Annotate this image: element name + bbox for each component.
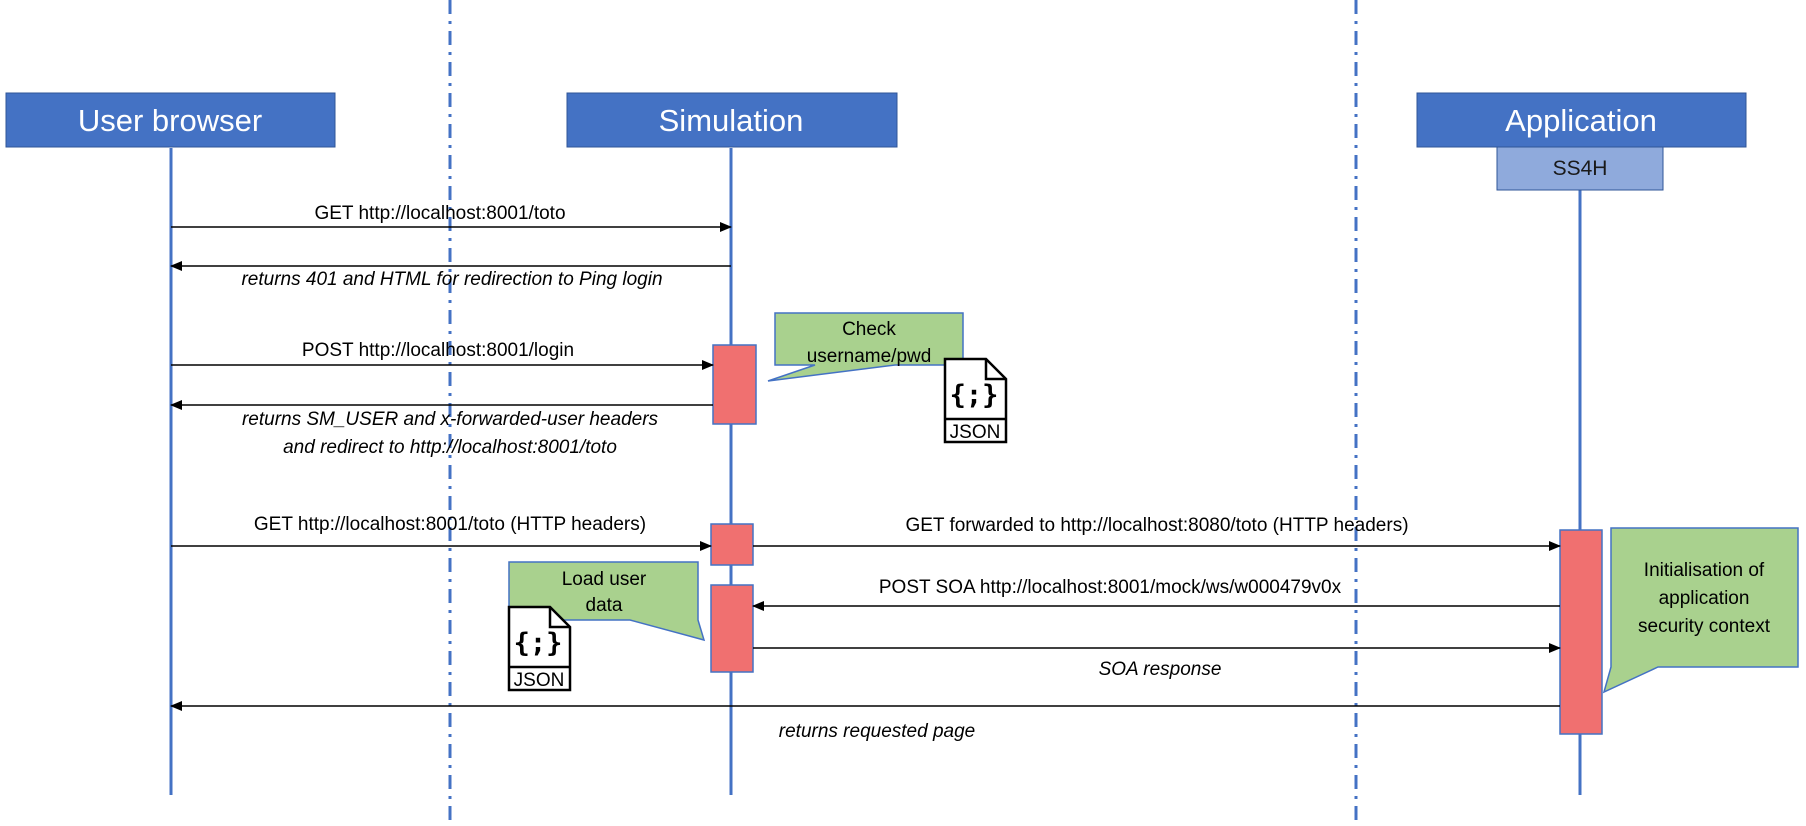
message-label: returns 401 and HTML for redirection to … [241,269,662,290]
participant-application-label: Application [1505,103,1657,138]
note-check-credentials: Check username/pwd [767,312,964,382]
participant-ss4h: SS4H [1496,146,1664,191]
json-file-icon: {;} JSON [943,357,1008,444]
participant-user-browser-label: User browser [78,103,262,138]
svg-text:JSON: JSON [514,670,565,691]
message-label: returns SM_USER and x-forwarded-user hea… [242,409,659,430]
svg-text:JSON: JSON [950,422,1001,443]
activation-application [1559,529,1603,735]
activation-simulation-forward [710,523,754,566]
message-label: GET http://localhost:8001/toto [314,203,565,224]
note-init-line1: Initialisation of [1644,560,1765,581]
svg-text:{;}: {;} [950,380,999,411]
note-init-security-context: Initialisation of application security c… [1602,527,1799,694]
activation-simulation-mock [710,584,754,673]
message-label: SOA response [1099,659,1222,680]
json-file-icon: {;} JSON [507,605,572,692]
participant-simulation-label: Simulation [659,103,804,138]
message-label: and redirect to http://localhost:8001/to… [283,437,617,458]
message-label: GET http://localhost:8001/toto (HTTP hea… [254,514,646,535]
participant-application: Application [1416,92,1747,148]
svg-text:{;}: {;} [514,628,563,659]
note-check-line2: username/pwd [807,346,932,367]
message-label: POST SOA http://localhost:8001/mock/ws/w… [879,577,1342,598]
message-label: POST http://localhost:8001/login [302,340,574,361]
message-label: returns requested page [779,721,975,742]
message-label: GET forwarded to http://localhost:8080/t… [905,515,1408,536]
activation-simulation-login [712,344,757,425]
participant-simulation: Simulation [566,92,898,148]
note-init-line2: application [1659,588,1750,609]
note-load-line2: data [586,595,623,616]
participant-ss4h-label: SS4H [1553,157,1608,180]
participant-user-browser: User browser [5,92,336,148]
note-load-line1: Load user [562,569,647,590]
note-check-line1: Check [842,319,896,340]
note-init-line3: security context [1638,616,1771,637]
